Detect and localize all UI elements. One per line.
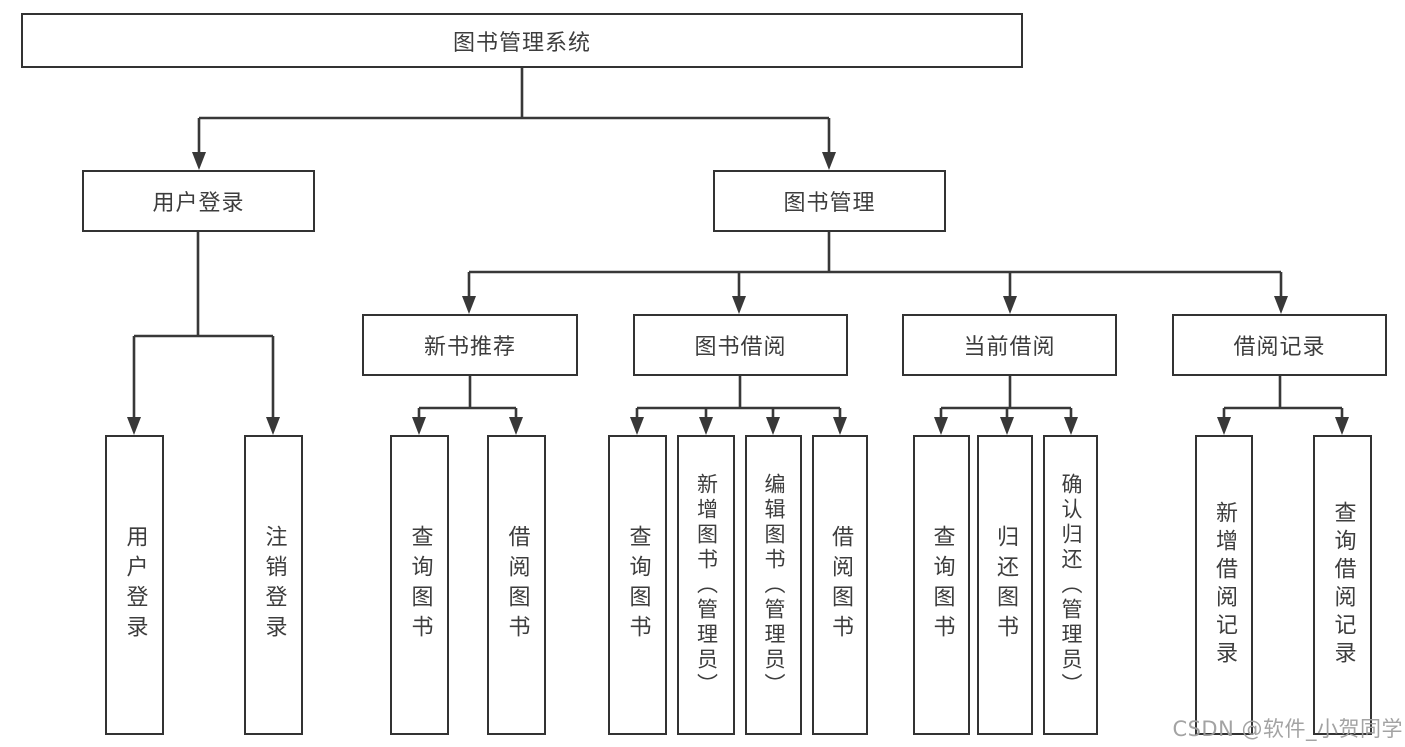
node-root-system-label: 图书管理系统: [452, 30, 591, 56]
leaf-borrow-query-books: 查询图书: [608, 435, 667, 735]
leaf-logout-label: 注销登录: [261, 525, 287, 645]
leaf-borrow-books-label: 借阅图书: [828, 525, 853, 645]
node-book-management-branch-label: 图书管理: [783, 191, 876, 216]
leaf-current-query-books-label: 查询图书: [929, 525, 955, 645]
leaf-confirm-return-admin: 确认归还（管理员）: [1043, 435, 1098, 735]
leaf-query-borrow-record-label: 查询借阅记录: [1330, 501, 1356, 669]
leaf-recommend-borrow-books: 借阅图书: [487, 435, 546, 735]
leaf-return-books-label: 归还图书: [993, 525, 1018, 645]
leaf-user-login-label: 用户登录: [122, 525, 148, 645]
leaf-edit-books-admin: 编辑图书（管理员）: [745, 435, 802, 735]
node-current-borrow: 当前借阅: [902, 314, 1117, 376]
leaf-query-borrow-record: 查询借阅记录: [1313, 435, 1372, 735]
leaf-recommend-query-books: 查询图书: [390, 435, 449, 735]
leaf-logout: 注销登录: [244, 435, 303, 735]
csdn-watermark: CSDN @软件_小贺同学: [1172, 717, 1403, 741]
leaf-edit-books-admin-label: 编辑图书（管理员）: [762, 472, 786, 698]
leaf-add-borrow-record-label: 新增借阅记录: [1212, 501, 1237, 669]
node-user-login-branch-label: 用户登录: [152, 191, 245, 216]
leaf-confirm-return-admin-label: 确认归还（管理员）: [1059, 472, 1083, 698]
node-new-book-recommend: 新书推荐: [362, 314, 578, 376]
leaf-user-login: 用户登录: [105, 435, 164, 735]
node-book-borrow-label: 图书借阅: [694, 335, 787, 360]
leaf-add-books-admin: 新增图书（管理员）: [677, 435, 735, 735]
node-borrow-records: 借阅记录: [1172, 314, 1387, 376]
leaf-add-books-admin-label: 新增图书（管理员）: [694, 472, 719, 698]
node-user-login-branch: 用户登录: [82, 170, 315, 232]
node-book-management-branch: 图书管理: [713, 170, 946, 232]
leaf-return-books: 归还图书: [977, 435, 1033, 735]
leaf-recommend-query-books-label: 查询图书: [407, 525, 433, 645]
leaf-borrow-query-books-label: 查询图书: [625, 525, 651, 645]
leaf-current-query-books: 查询图书: [913, 435, 970, 735]
leaf-recommend-borrow-books-label: 借阅图书: [504, 525, 530, 645]
leaf-add-borrow-record: 新增借阅记录: [1195, 435, 1253, 735]
node-current-borrow-label: 当前借阅: [963, 335, 1056, 360]
node-root-system: 图书管理系统: [21, 13, 1023, 68]
leaf-borrow-books: 借阅图书: [812, 435, 868, 735]
node-book-borrow: 图书借阅: [633, 314, 848, 376]
node-new-book-recommend-label: 新书推荐: [423, 335, 516, 360]
node-borrow-records-label: 借阅记录: [1233, 335, 1326, 360]
